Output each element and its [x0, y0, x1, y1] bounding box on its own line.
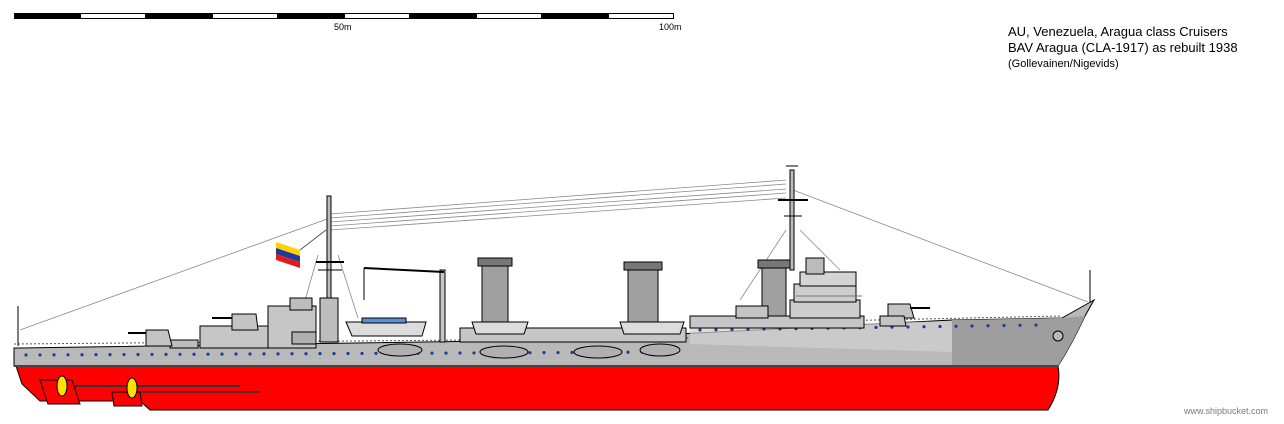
scale-segment [344, 13, 410, 19]
title-credit: (Gollevainen/Nigevids) [1008, 58, 1119, 70]
porthole [874, 325, 878, 330]
ships-boat [345, 321, 427, 337]
propeller-icon [56, 375, 68, 397]
porthole [954, 324, 958, 328]
porthole [986, 324, 990, 328]
porthole [206, 352, 210, 356]
scale-segment [212, 13, 278, 19]
porthole [262, 352, 266, 356]
porthole [178, 352, 182, 356]
scale-segment [410, 13, 476, 19]
porthole [122, 352, 126, 357]
aft-turret-x [231, 313, 259, 331]
porthole [66, 353, 70, 357]
porthole [318, 352, 322, 356]
scale-label-50m: 50m [334, 22, 352, 32]
anchor-icon [1052, 330, 1064, 342]
porthole [94, 353, 98, 357]
porthole [136, 352, 140, 357]
porthole [24, 353, 28, 357]
porthole [332, 351, 336, 356]
forward-turret-b [887, 303, 915, 319]
porthole [108, 353, 112, 357]
porthole [570, 350, 574, 355]
title-line-2: BAV Aragua (CLA-1917) as rebuilt 1938 [1008, 40, 1238, 55]
porthole [626, 350, 630, 354]
porthole [528, 351, 532, 355]
porthole [1018, 323, 1022, 327]
title-block: AU, Venezuela, Aragua class Cruisers BAV… [1008, 24, 1238, 71]
porthole [542, 351, 546, 355]
scale-segment [14, 13, 80, 19]
hull-underbody-red [15, 365, 1060, 411]
porthole [374, 351, 378, 355]
porthole [444, 351, 448, 355]
porthole [938, 324, 942, 329]
porthole [360, 351, 364, 356]
porthole [290, 352, 294, 356]
scale-segment [146, 13, 212, 19]
aft-section [128, 297, 317, 349]
porthole [248, 352, 252, 356]
forward-turrets [879, 303, 930, 327]
foremast [778, 165, 808, 271]
scale-label-100m: 100m [659, 22, 682, 32]
forward-turret-a [879, 315, 907, 327]
scale-segment [476, 13, 542, 19]
propulsion [39, 375, 260, 407]
porthole [276, 352, 280, 356]
aft-turret-y [145, 329, 173, 347]
venezuela-flag [276, 229, 327, 268]
porthole [80, 353, 84, 357]
bow-dark-section [952, 316, 1085, 366]
midship-deckhouse [377, 321, 687, 359]
forward-superstructure [689, 257, 865, 329]
porthole [38, 353, 42, 357]
porthole [922, 325, 926, 329]
propeller-icon [126, 377, 138, 399]
portholes [24, 323, 1038, 357]
porthole [150, 352, 154, 357]
main-mast [316, 195, 344, 343]
porthole [472, 351, 476, 355]
boat-crane [363, 267, 446, 343]
porthole [192, 352, 196, 356]
rigging [19, 179, 1089, 331]
skeg [111, 391, 143, 407]
porthole [714, 328, 718, 332]
porthole [906, 325, 910, 329]
porthole [220, 352, 224, 356]
watermark: www.shipbucket.com [1183, 406, 1268, 416]
scale-segment [278, 13, 344, 19]
boat-cover [361, 317, 407, 324]
porthole [430, 351, 434, 355]
scale-segment [80, 13, 146, 19]
porthole [458, 351, 462, 355]
porthole [730, 327, 734, 332]
porthole [304, 352, 308, 356]
porthole [164, 352, 168, 356]
porthole [556, 350, 560, 355]
porthole [52, 353, 56, 357]
porthole [970, 324, 974, 328]
deck-railing [13, 337, 691, 345]
porthole [1002, 323, 1006, 328]
title-line-1: AU, Venezuela, Aragua class Cruisers [1008, 24, 1228, 39]
porthole [1034, 323, 1038, 327]
scale-segment [608, 13, 674, 19]
scale-segment [542, 13, 608, 19]
scale-bar [14, 13, 674, 19]
porthole [698, 328, 702, 332]
porthole [346, 351, 350, 356]
porthole [234, 352, 238, 356]
